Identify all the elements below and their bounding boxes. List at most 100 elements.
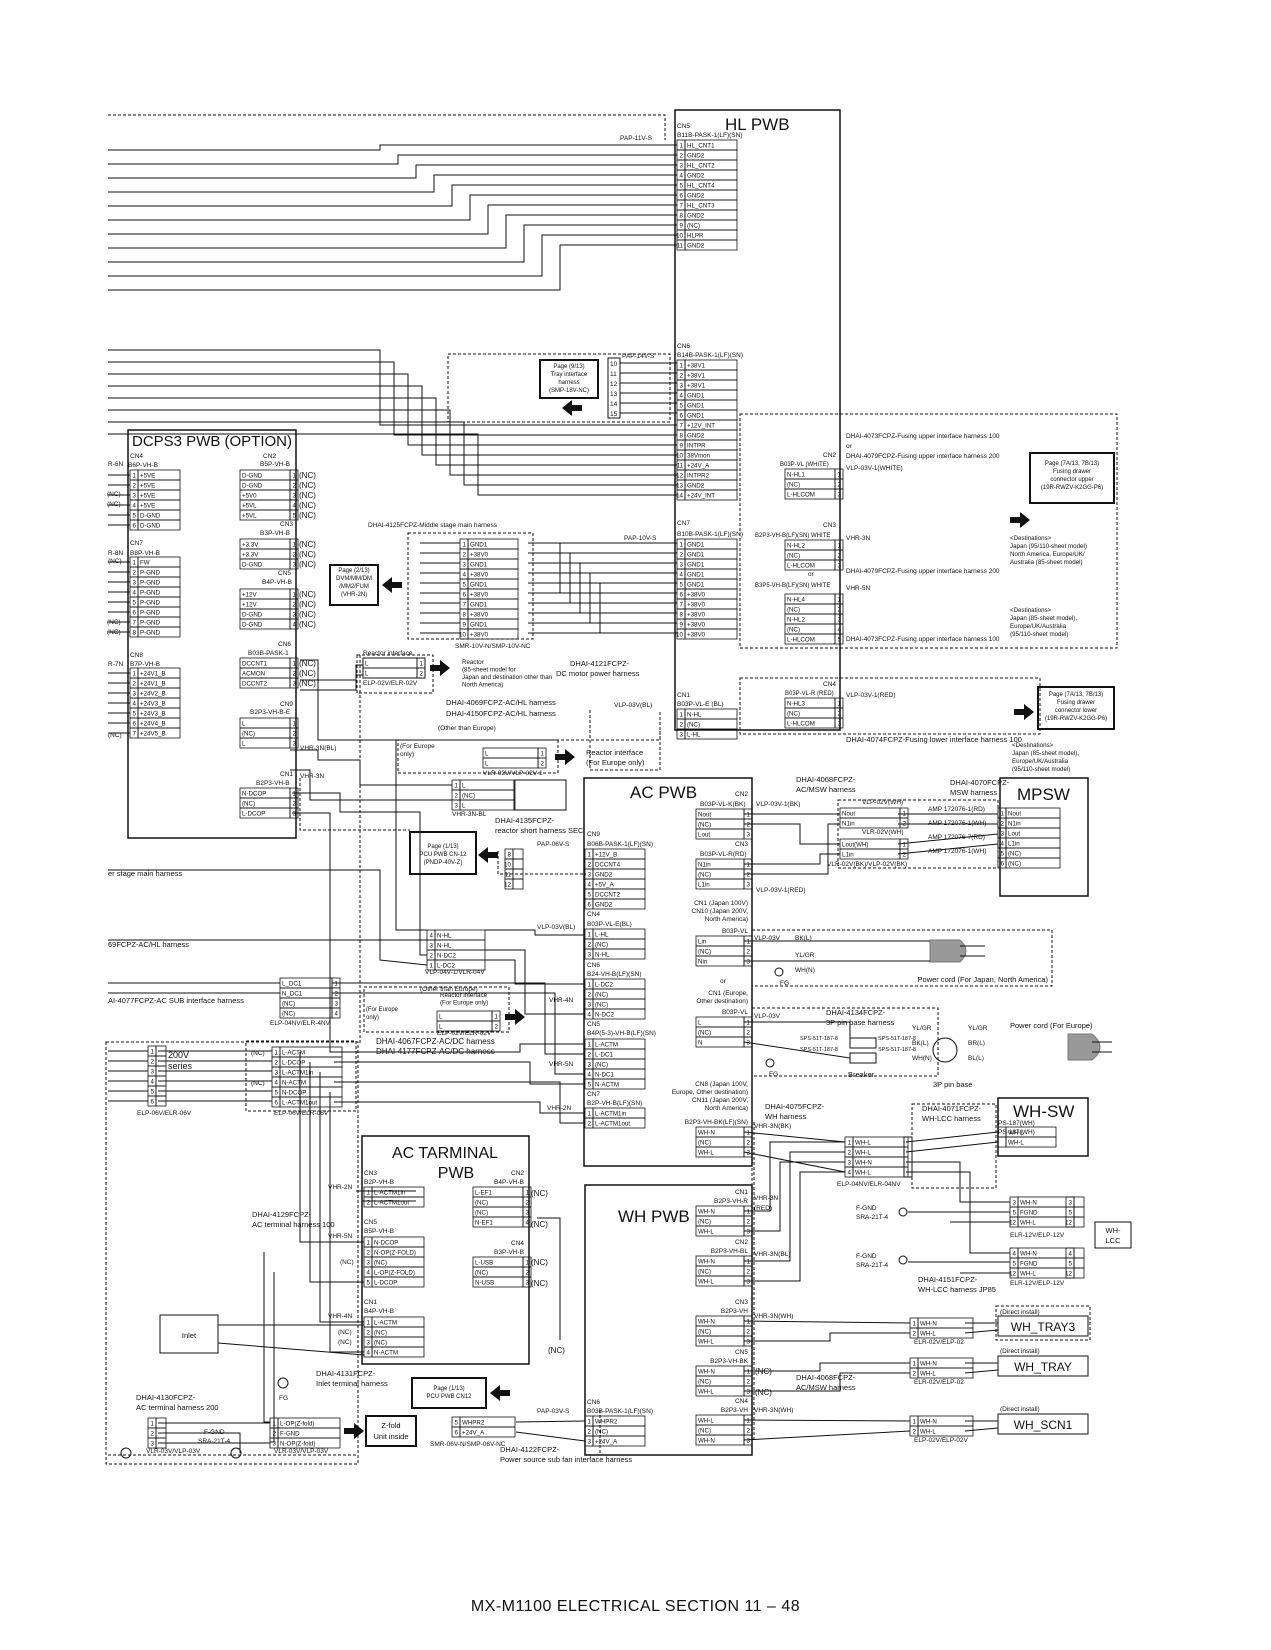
pin-number: 2	[913, 1331, 917, 1338]
pin-number: 4	[838, 627, 842, 634]
cord-japan-outline	[751, 929, 1053, 987]
sra-21t-label: SRA-21T-4	[198, 1438, 231, 1445]
pin-base-icon	[932, 1037, 958, 1063]
pin-name: ACMON	[242, 671, 265, 678]
pin-name: L	[485, 751, 489, 758]
wire	[217, 1342, 365, 1356]
pin-number: 3	[133, 691, 137, 698]
dc-cn8-type: B7P-VH-B	[130, 661, 160, 668]
pin-name: INTPR2	[687, 473, 710, 480]
pin-number: 4	[293, 622, 297, 629]
nc-label: (NC)	[531, 1220, 548, 1229]
pin-name: +24V_A	[687, 463, 710, 470]
pin-number: 5	[680, 403, 684, 410]
vlr-02v-bk-label: VLR-02V(BK)/VLP-02V(BK)	[827, 861, 907, 868]
nc-label: (NC)	[299, 610, 316, 619]
pin-name: (NC)	[1008, 861, 1021, 868]
ground-icon	[230, 1447, 242, 1459]
pin-name: D-GND	[242, 562, 263, 569]
reactor-outline	[356, 654, 434, 694]
pin-number: 2	[455, 793, 459, 800]
pin-number: 1	[526, 1190, 530, 1197]
hl-cn6-wire	[108, 385, 677, 456]
sps-label: SPS-51T-187-8	[878, 1036, 916, 1042]
pin-name: L	[462, 783, 466, 790]
pin-number: 6	[680, 413, 684, 420]
pin-name: WH-L	[855, 1140, 871, 1147]
page7b-box	[1037, 686, 1115, 730]
pin-number: 11	[505, 872, 512, 879]
pin-number: 1	[747, 1369, 751, 1376]
wh-cn2-type: B2P3-VH-BL	[711, 1248, 749, 1255]
nc-label: (NC)	[299, 620, 316, 629]
pin-number: 7	[680, 423, 684, 430]
pin-number: 2	[526, 1200, 530, 1207]
dc-cn4-type: B6P-VH-B	[128, 462, 158, 469]
pin-name: GND1	[687, 582, 705, 589]
pin-name: WH-L	[698, 1339, 714, 1346]
pin-name: (NC)	[698, 1030, 711, 1037]
ac-terminal-harness-100-label: AC terminal harness 100	[252, 1220, 335, 1229]
pin-name: L	[439, 1014, 443, 1021]
power-cord-europe-label: Power cord (For Europe)	[1010, 1021, 1093, 1030]
pin-name: (NC)	[698, 1428, 711, 1435]
pin-number: 8	[463, 612, 467, 619]
pin-name: Lout(WH)	[842, 842, 868, 849]
pin-name: GND2	[687, 173, 705, 180]
pin-number: 2	[1001, 821, 1005, 828]
at-cn1-harness: VHR-4N	[328, 1313, 353, 1320]
ac-hl-harness-label: DHAI-4150FCPZ-AC/HL harness	[446, 709, 556, 718]
ground-icon	[120, 1447, 132, 1459]
pin-number: 2	[747, 822, 751, 829]
direct-install-label3: (Direct install)	[1000, 1406, 1040, 1413]
pin-name: Nout	[842, 811, 855, 818]
destinations-label3: Japan (85-sheet model),	[1012, 750, 1079, 757]
pin-name: +38V1	[687, 363, 706, 370]
pin-number: 2	[588, 862, 592, 869]
fusing-upper-harness-label: or	[846, 443, 853, 450]
pin-name: WH-L	[920, 1371, 936, 1378]
page1b-ref: Page (1/13)	[433, 1386, 464, 1392]
pin-name: L_DC1	[282, 981, 302, 988]
harness-outline	[356, 730, 661, 741]
pin-name: GND1	[470, 602, 488, 609]
ac-msw-harness-label: AC/MSW harness	[796, 785, 856, 794]
middle-wire	[528, 562, 677, 614]
wh-cn1-id: CN1	[735, 1189, 748, 1196]
ac-cn1a-type: B03P-VL	[722, 928, 748, 935]
reactor-note: (85-sheet model for	[462, 667, 516, 674]
pin-name: (NC)	[687, 223, 700, 230]
ac-cn2-type: B03P-VL-K(BK)	[700, 801, 746, 808]
pin-name: N1in	[698, 862, 711, 869]
pin-number: 10	[459, 632, 466, 639]
for-europe2-label: (For Europe	[366, 1007, 399, 1013]
reactor-note: Japan and destination other than	[462, 674, 553, 681]
pin-name: Lin	[698, 939, 707, 946]
pin-name: L	[242, 721, 246, 728]
pin-name: L-HLCOM	[787, 492, 815, 499]
pin-number: 1	[680, 542, 684, 549]
wh-lcc-box-label: WH-	[1106, 1226, 1121, 1235]
nc-label: (NC)	[299, 540, 316, 549]
reactor-if-eu-label: Reactor interface	[440, 992, 488, 999]
pin-number: 3	[747, 832, 751, 839]
at-cn5-id: CN5	[364, 1219, 377, 1226]
pin-name: (NC)	[787, 607, 800, 614]
pin-number: 1	[747, 1209, 751, 1216]
pin-number: 1	[275, 1050, 279, 1057]
pin-number: 7	[463, 602, 467, 609]
pin-name: HL_CNT1	[687, 143, 715, 150]
pin-name: N-HL2	[787, 617, 805, 624]
sra-label2: SRA-21T-4	[856, 1214, 889, 1221]
right-arrow-icon	[555, 749, 575, 765]
pin-name: (NC)	[374, 1260, 387, 1267]
right-arrow-icon	[1010, 512, 1030, 528]
